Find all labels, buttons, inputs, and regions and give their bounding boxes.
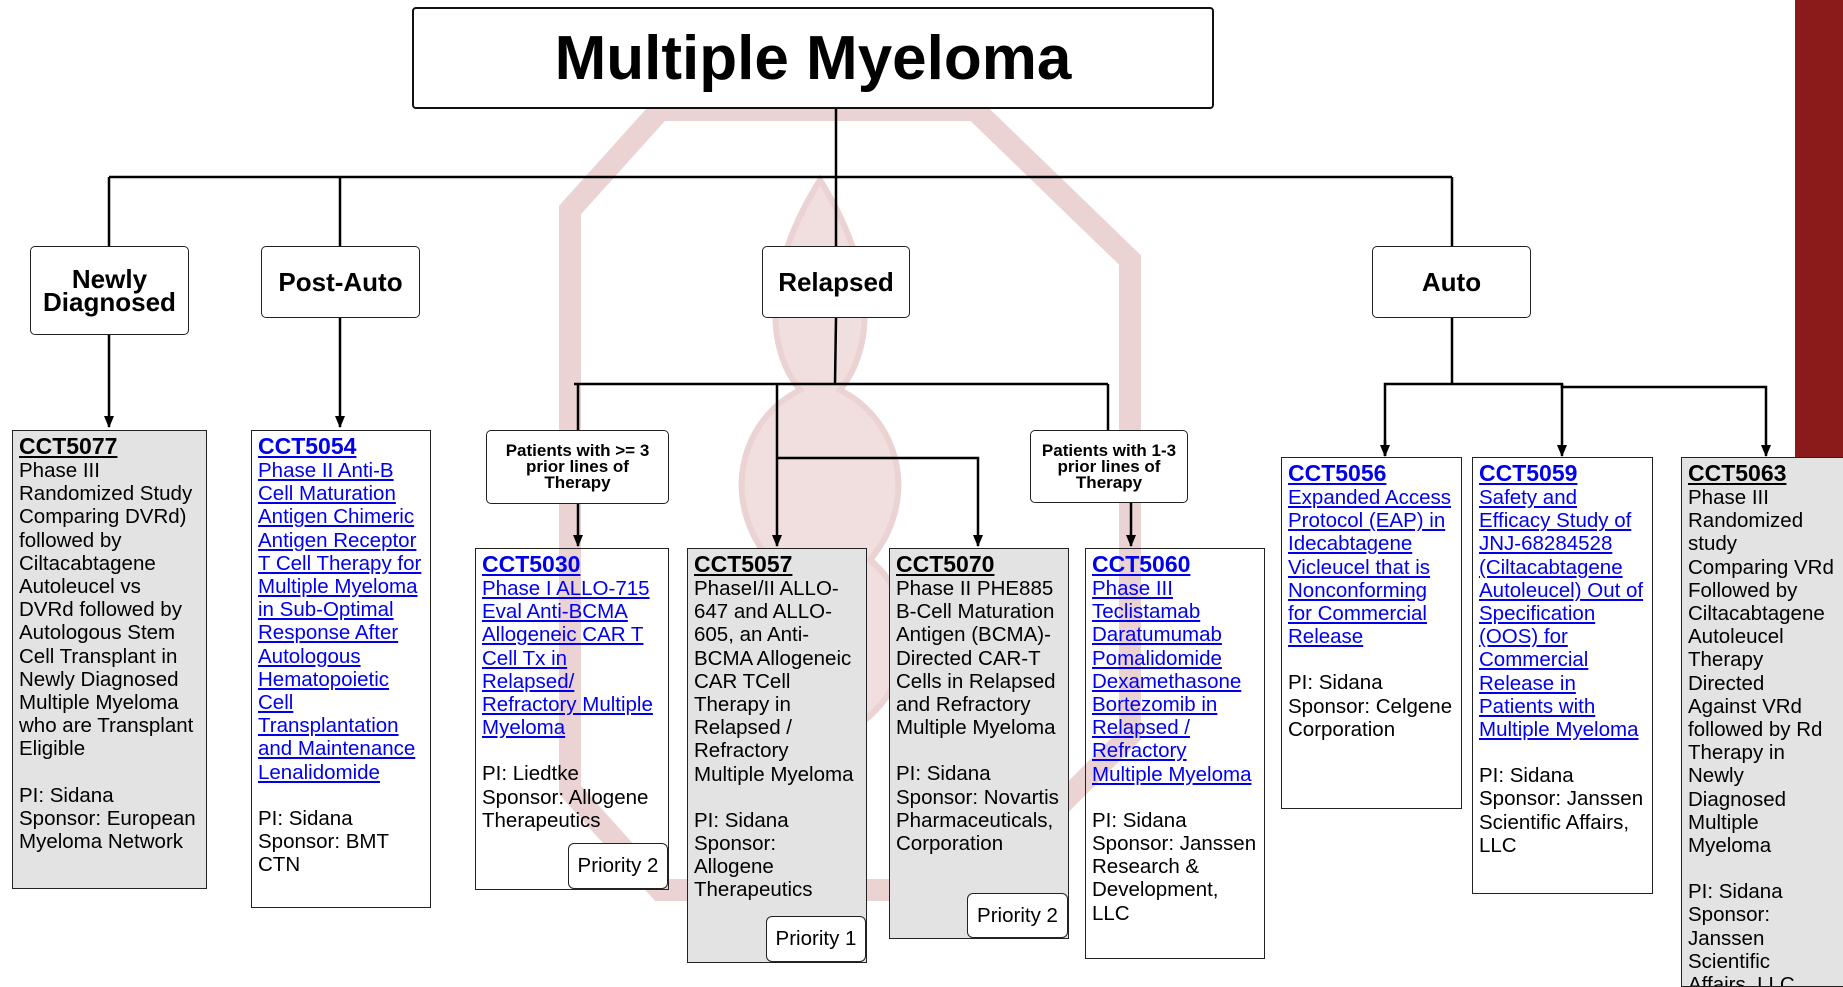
- subgroup-label: Patients with 1-3 prior lines of Therapy: [1041, 440, 1177, 492]
- trial-card-cct5056: CCT5056 Expanded Access Protocol (EAP) i…: [1281, 457, 1462, 809]
- trial-pi-sponsor: PI: Sidana Sponsor: Janssen Research & D…: [1092, 808, 1257, 925]
- trial-description: PhaseI/II ALLO-647 and ALLO-605, an Anti…: [694, 577, 854, 786]
- subgroup-label: Patients with >= 3 prior lines of Therap…: [505, 441, 650, 492]
- trial-description-link[interactable]: Phase I ALLO-715 Eval Anti-BCMA Allogene…: [482, 577, 653, 740]
- trial-id: CCT5070: [896, 551, 995, 577]
- trial-card-cct5070: CCT5070 Phase II PHE885 B-Cell Maturatio…: [889, 548, 1069, 939]
- trial-pi-sponsor: PI: Sidana Sponsor: European Myeloma Net…: [19, 783, 196, 854]
- category-post-auto: Post-Auto: [261, 246, 420, 318]
- trial-id-link[interactable]: CCT5059: [1479, 460, 1578, 486]
- category-relapsed: Relapsed: [762, 246, 910, 318]
- trial-card-cct5030: CCT5030 Phase I ALLO-715 Eval Anti-BCMA …: [475, 548, 669, 890]
- trial-pi-sponsor: PI: Liedtke Sponsor: Allogene Therapeuti…: [482, 762, 649, 832]
- priority-badge: Priority 1: [766, 916, 866, 962]
- trial-pi-sponsor: PI: Sidana Sponsor: Janssen Scientific A…: [1479, 764, 1644, 857]
- trial-id: CCT5063: [1688, 460, 1787, 486]
- trial-description: Phase II PHE885 B-Cell Maturation Antige…: [896, 577, 1056, 740]
- category-label: Auto: [1421, 266, 1482, 297]
- category-label: Newly Diagnosed: [43, 263, 176, 317]
- trial-card-cct5059: CCT5059 Safety and Efficacy Study of JNJ…: [1472, 457, 1653, 894]
- priority-badge: Priority 2: [967, 893, 1068, 938]
- trial-description-link[interactable]: Phase II Anti-B Cell Maturation Antigen …: [258, 459, 422, 784]
- trial-id-link[interactable]: CCT5060: [1092, 551, 1191, 577]
- trial-id: CCT5077: [19, 433, 118, 459]
- trial-description: Phase III Randomized Study Comparing DVR…: [19, 459, 194, 761]
- subgroup-1-3-lines: Patients with 1-3 prior lines of Therapy: [1030, 430, 1188, 503]
- trial-card-cct5077: CCT5077 Phase III Randomized Study Compa…: [12, 430, 207, 889]
- trial-pi-sponsor: PI: Sidana Sponsor: BMT CTN: [258, 806, 389, 877]
- trial-description-link[interactable]: Expanded Access Protocol (EAP) in Idecab…: [1288, 486, 1451, 649]
- trial-description-link[interactable]: Safety and Efficacy Study of JNJ-6828452…: [1479, 486, 1644, 742]
- trial-pi-sponsor: PI: Sidana Sponsor: Celgene Corporation: [1288, 671, 1453, 741]
- category-newly-diagnosed: Newly Diagnosed: [30, 246, 189, 335]
- trial-card-cct5057: CCT5057 PhaseI/II ALLO-647 and ALLO-605,…: [687, 548, 867, 963]
- trial-card-cct5060: CCT5060 Phase III Teclistamab Daratumuma…: [1085, 548, 1265, 959]
- trial-card-cct5063: CCT5063 Phase III Randomized study Compa…: [1681, 457, 1843, 987]
- trial-id-link[interactable]: CCT5056: [1288, 460, 1387, 486]
- category-label: Post-Auto: [278, 266, 403, 297]
- subgroup-3-plus-lines: Patients with >= 3 prior lines of Therap…: [486, 430, 669, 504]
- trial-description-link[interactable]: Phase III Teclistamab Daratumumab Pomali…: [1092, 577, 1252, 786]
- category-label: Relapsed: [778, 266, 894, 297]
- priority-badge: Priority 2: [568, 843, 668, 889]
- trial-pi-sponsor: PI: Sidana Sponsor: Janssen Scientific A…: [1688, 880, 1795, 987]
- trial-description: Phase III Randomized study Comparing VRd…: [1688, 486, 1834, 858]
- category-auto: Auto: [1372, 246, 1531, 318]
- page-title: Multiple Myeloma: [412, 7, 1214, 109]
- trial-pi-sponsor: PI: Sidana Sponsor: Allogene Therapeutic…: [694, 808, 813, 902]
- trial-card-cct5054: CCT5054 Phase II Anti-B Cell Maturation …: [251, 430, 431, 908]
- trial-id: CCT5057: [694, 551, 793, 577]
- trial-id-link[interactable]: CCT5054: [258, 433, 357, 459]
- trial-pi-sponsor: PI: Sidana Sponsor: Novartis Pharmaceuti…: [896, 762, 1059, 856]
- trial-id-link[interactable]: CCT5030: [482, 551, 581, 577]
